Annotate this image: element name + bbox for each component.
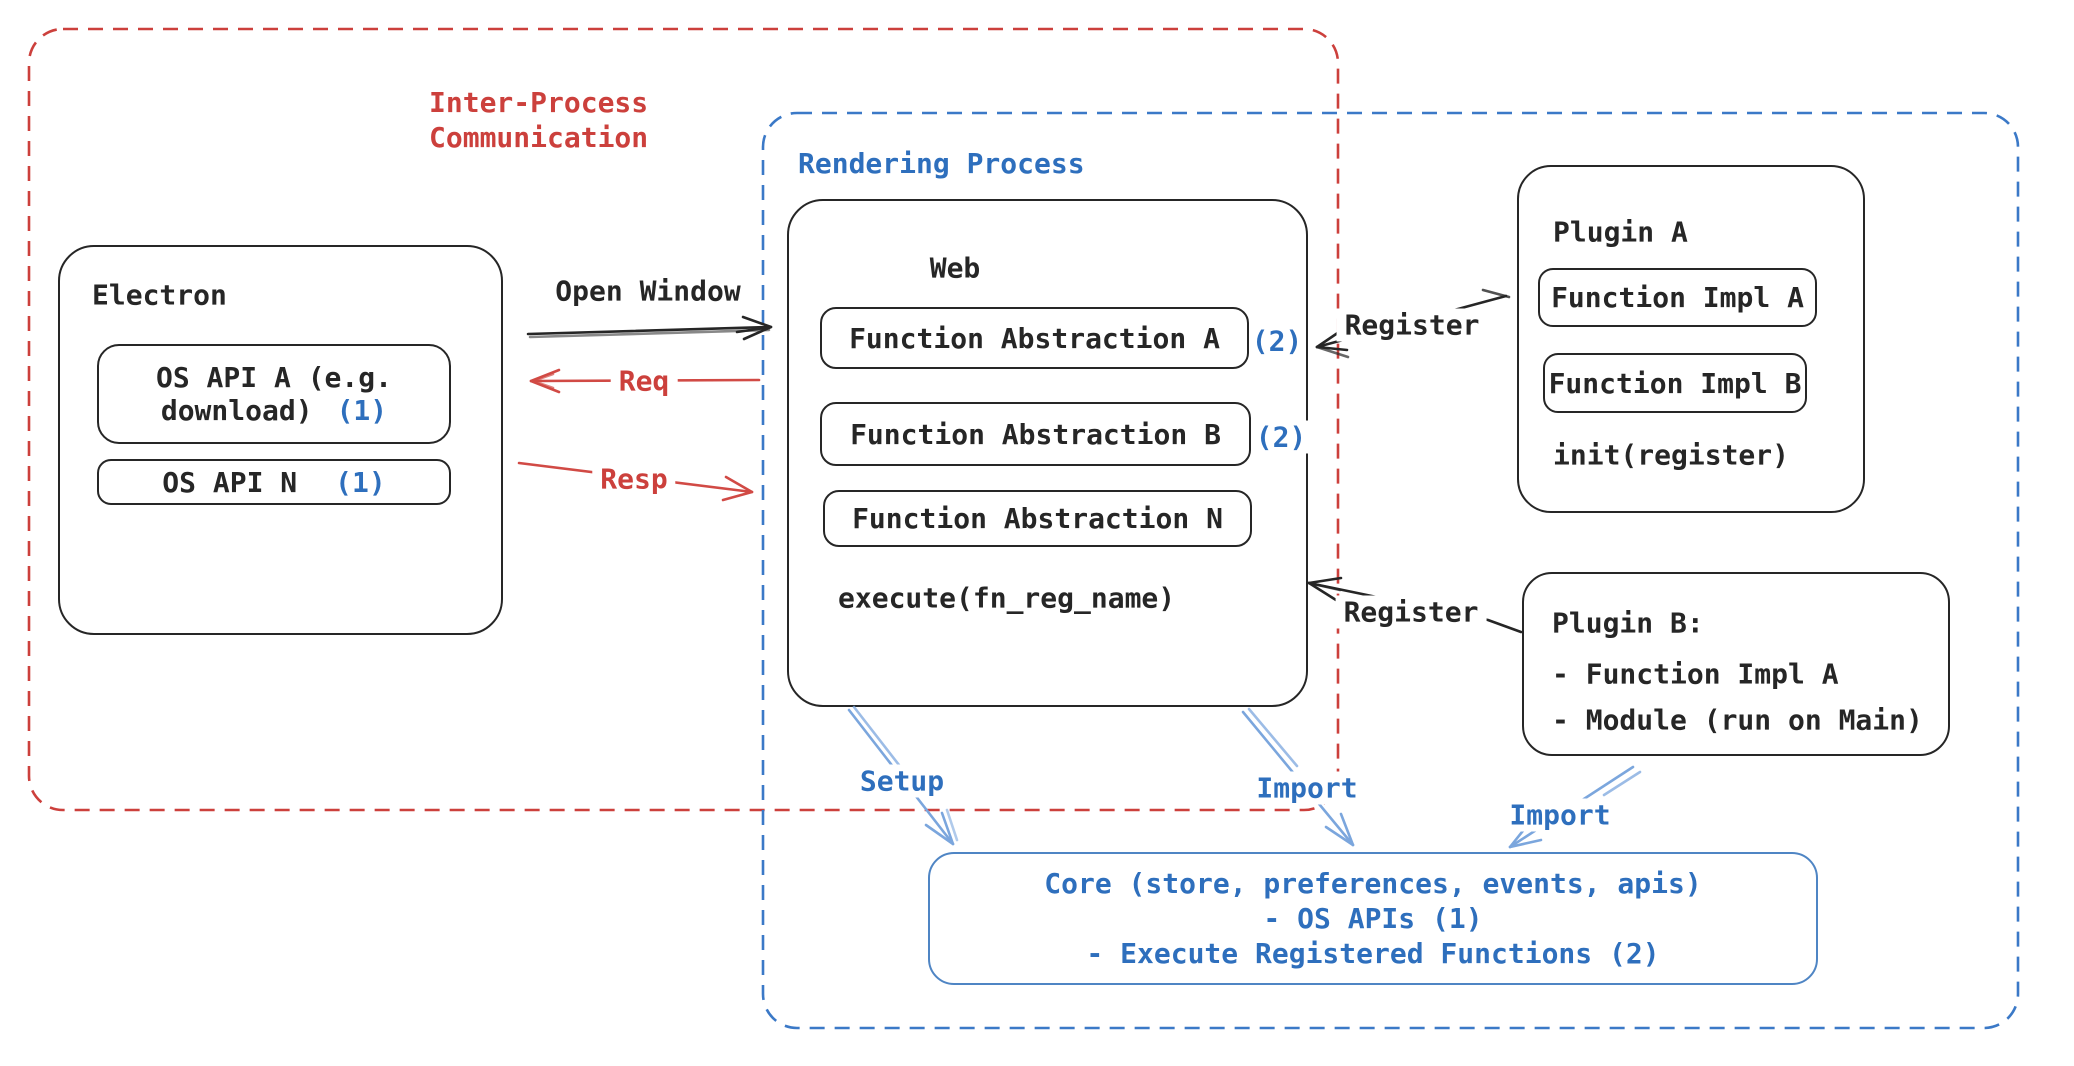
function-abstraction-b-box: Function Abstraction B — [820, 402, 1251, 466]
function-abstraction-b-badge: (2) — [1253, 420, 1309, 454]
os-api-a-badge: (1) — [336, 394, 388, 427]
plugin-a-title: Plugin A — [1553, 215, 1688, 249]
core-item-1: - OS APIs (1) — [1263, 902, 1483, 935]
rendering-region-label: Rendering Process — [798, 147, 1085, 180]
open-window-label: Open Window — [547, 274, 749, 308]
function-abstraction-n-label: Function Abstraction N — [852, 502, 1223, 535]
plugin-b-item-1: - Function Impl A — [1552, 657, 1839, 691]
core-item-2: - Execute Registered Functions (2) — [1086, 937, 1660, 970]
plugin-b-item-2: - Module (run on Main) — [1552, 703, 1923, 737]
electron-title: Electron — [92, 278, 227, 312]
import-left-label: Import — [1248, 771, 1366, 805]
function-impl-a-box: Function Impl A — [1538, 268, 1817, 327]
ipc-region-label: Inter-Process Communication — [429, 86, 649, 154]
open-window-arrow — [526, 315, 773, 341]
register-top-label: Register — [1336, 308, 1488, 342]
os-api-n-badge: (1) — [335, 465, 386, 499]
os-api-a-line1: OS API A (e.g. — [155, 361, 392, 394]
function-abstraction-b-label: Function Abstraction B — [850, 417, 1221, 451]
function-impl-b-label: Function Impl B — [1548, 366, 1802, 400]
function-abstraction-a-badge: (2) — [1249, 324, 1305, 358]
function-abstraction-a-label: Function Abstraction A — [849, 321, 1220, 355]
plugin-b-title: Plugin B: — [1552, 606, 1704, 640]
init-register-label: init(register) — [1553, 438, 1790, 472]
function-abstraction-a-box: Function Abstraction A — [820, 307, 1249, 369]
core-box: Core (store, preferences, events, apis) … — [928, 852, 1818, 985]
execute-label: execute(fn_reg_name) — [838, 581, 1176, 615]
core-title: Core (store, preferences, events, apis) — [1044, 867, 1702, 900]
function-impl-b-box: Function Impl B — [1543, 353, 1807, 413]
os-api-n-label: OS API N — [162, 465, 298, 499]
function-abstraction-n-box: Function Abstraction N — [823, 490, 1252, 547]
register-bottom-label: Register — [1335, 595, 1487, 629]
os-api-n-box: OS API N (1) — [97, 459, 451, 505]
import-right-label: Import — [1501, 798, 1619, 832]
web-title: Web — [925, 251, 985, 285]
setup-label: Setup — [851, 764, 953, 798]
function-impl-a-label: Function Impl A — [1551, 281, 1804, 314]
req-label: Req — [610, 364, 678, 398]
os-api-a-box: OS API A (e.g. download) (1) — [97, 344, 451, 444]
os-api-a-line2: download) — [160, 394, 313, 427]
resp-label: Resp — [592, 462, 676, 496]
